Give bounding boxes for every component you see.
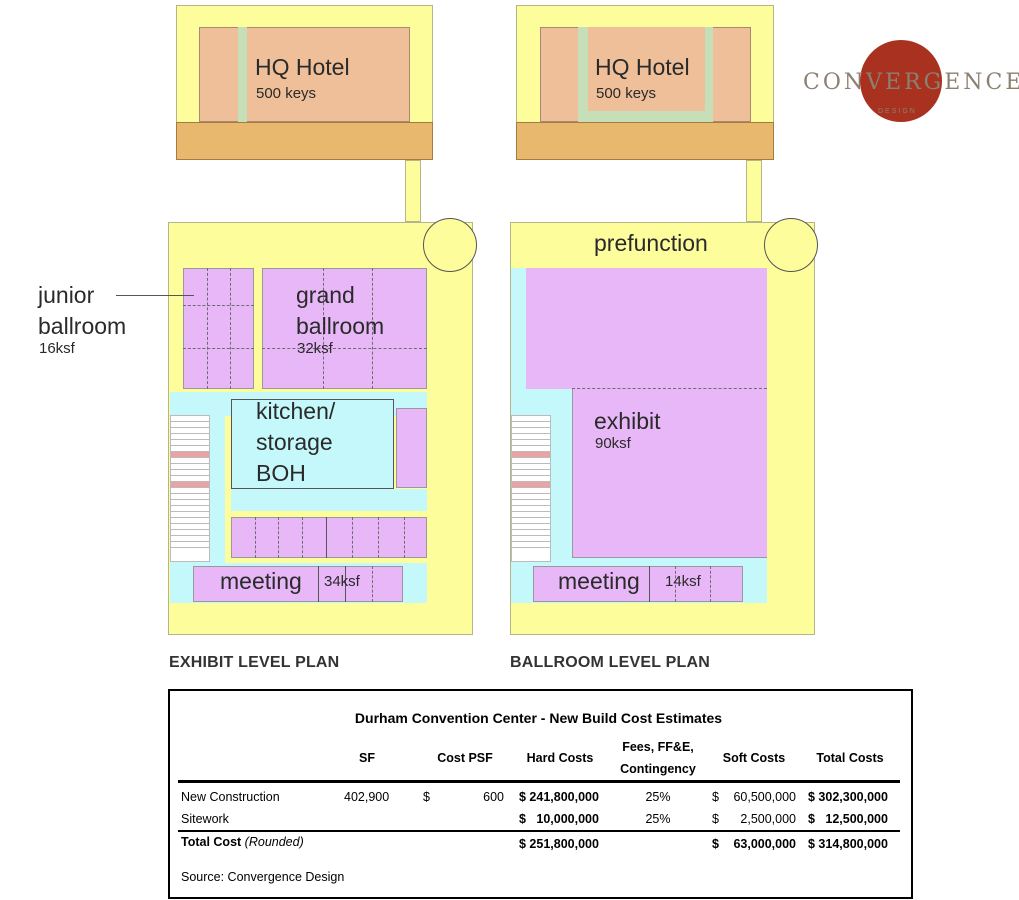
kitchen-boh-room xyxy=(231,399,394,489)
row-total-soft: 63,000,000 xyxy=(733,837,796,851)
cost-estimate-table: Durham Convention Center - New Build Cos… xyxy=(168,689,913,899)
row-sitework-fees: 25% xyxy=(645,812,671,826)
prefunction-label: prefunction xyxy=(594,230,708,256)
header-soft-costs: Soft Costs xyxy=(722,751,786,765)
header-total-costs: Total Costs xyxy=(816,751,884,765)
row-total-hard: $ 251,800,000 xyxy=(519,837,599,851)
row-new-construction-psf: 600 xyxy=(483,790,504,804)
grand-ballroom-label-2: ballroom xyxy=(296,313,385,339)
row-new-construction-hard: $ 241,800,000 xyxy=(519,790,599,804)
row-total-label-note: (Rounded) xyxy=(244,835,304,849)
header-hard-costs: Hard Costs xyxy=(526,751,594,765)
junior-ballroom-size: 16ksf xyxy=(39,340,75,357)
row-new-construction-total: $ 302,300,000 xyxy=(808,790,888,804)
hotel-name-left: HQ Hotel xyxy=(255,54,350,80)
skybridge-right xyxy=(746,160,762,222)
meeting-size-left: 34ksf xyxy=(324,573,360,590)
row-new-construction-sf: 402,900 xyxy=(344,790,390,804)
junior-ballroom-label-1: junior xyxy=(38,282,95,308)
hotel-podium-left xyxy=(176,122,433,160)
meeting-size-right: 14ksf xyxy=(665,573,701,590)
escalator-left xyxy=(170,415,210,562)
row-new-construction-psf-cur: $ xyxy=(423,790,430,804)
kitchen-label-2: storage xyxy=(256,429,333,455)
row-total-label-text: Total Cost xyxy=(181,835,242,849)
row-new-construction-fees: 25% xyxy=(645,790,671,804)
table-title: Durham Convention Center - New Build Cos… xyxy=(354,710,723,726)
hotel-name-right: HQ Hotel xyxy=(595,54,690,80)
hotel-podium-right xyxy=(516,122,774,160)
stair-tower-right xyxy=(764,218,818,272)
row-sitework-total: $ 12,500,000 xyxy=(808,812,888,826)
row-sitework-soft-cur: $ xyxy=(712,812,719,826)
header-fees-1: Fees, FF&E, xyxy=(622,740,694,754)
service-corridor-mid xyxy=(231,489,427,511)
hotel-rooms-left xyxy=(199,27,410,122)
exhibit-hall-upper xyxy=(526,268,767,389)
logo-subtitle: DESIGN xyxy=(878,108,917,115)
row-sitework-label: Sitework xyxy=(181,812,229,826)
junior-ballroom-room xyxy=(183,268,254,389)
row-new-construction-soft-cur: $ xyxy=(712,790,719,804)
row-sitework-hard: $ 10,000,000 xyxy=(519,812,599,826)
stair-tower-left xyxy=(423,218,477,272)
grand-ballroom-size: 32ksf xyxy=(297,340,333,357)
hotel-keys-left: 500 keys xyxy=(256,85,317,102)
table-source: Source: Convergence Design xyxy=(181,870,345,884)
row-total-label: Total Cost (Rounded) xyxy=(181,836,304,849)
meeting-label-right: meeting xyxy=(558,568,640,594)
grand-ballroom-room xyxy=(262,268,427,389)
grand-ballroom-label-1: grand xyxy=(296,282,355,308)
pre-function-strip xyxy=(396,408,427,488)
row-total-total: $ 314,800,000 xyxy=(808,837,888,851)
row-new-construction-label: New Construction xyxy=(181,790,280,804)
hotel-core-left xyxy=(238,27,247,122)
exhibit-label: exhibit xyxy=(594,408,661,434)
hotel-core-inner-right xyxy=(588,27,705,111)
header-sf: SF xyxy=(359,751,375,765)
row-new-construction-soft: 60,500,000 xyxy=(733,790,796,804)
junior-ballroom-label-2: ballroom xyxy=(38,313,127,339)
junior-ballroom-arrow xyxy=(116,295,194,296)
kitchen-label-3: BOH xyxy=(256,460,306,486)
ballroom-plan-title: BALLROOM LEVEL PLAN xyxy=(510,654,710,671)
escalator-right xyxy=(511,415,551,562)
kitchen-label-1: kitchen/ xyxy=(256,398,336,424)
logo-wordmark: CONVERGENCE xyxy=(803,70,1019,95)
exhibit-plan-title: EXHIBIT LEVEL PLAN xyxy=(169,654,340,671)
meeting-rooms-upper xyxy=(231,517,427,558)
skybridge-left xyxy=(405,160,421,222)
logo-circle xyxy=(860,40,942,122)
row-sitework-soft: 2,500,000 xyxy=(740,812,796,826)
meeting-label-left: meeting xyxy=(220,568,302,594)
header-fees-2: Contingency xyxy=(620,762,696,776)
exhibit-hall xyxy=(572,388,767,558)
exhibit-size: 90ksf xyxy=(595,435,631,452)
meeting-rooms-lower xyxy=(193,566,403,602)
meeting-rooms-right xyxy=(533,566,743,602)
header-cost-psf: Cost PSF xyxy=(437,751,493,765)
row-total-soft-cur: $ xyxy=(712,837,719,851)
hotel-keys-right: 500 keys xyxy=(596,85,657,102)
